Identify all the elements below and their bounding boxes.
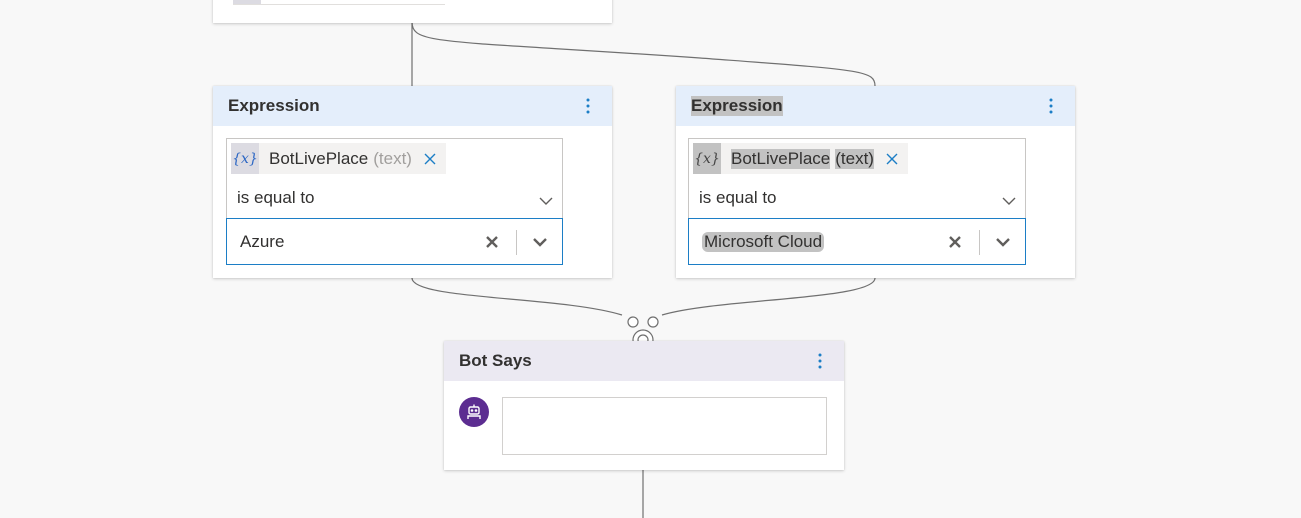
variable-name: BotLivePlace [269, 148, 369, 168]
value-combobox[interactable]: Azure [226, 218, 563, 265]
expression-card-right[interactable]: Expression {x} BotLivePlace (text) is eq… [676, 86, 1075, 278]
chevron-down-icon[interactable] [531, 234, 549, 250]
expression-card-title: Expression [691, 96, 783, 116]
close-icon[interactable] [886, 153, 898, 165]
clear-x-icon[interactable] [484, 234, 500, 250]
connector-left-to-join [411, 277, 623, 316]
previous-node-badge [233, 0, 261, 4]
expression-card-header: Expression [676, 86, 1075, 126]
value-text: Azure [240, 231, 285, 251]
expression-card-header: Expression [213, 86, 612, 126]
value-text: Microsoft Cloud [702, 231, 825, 252]
variable-field[interactable]: {x} BotLivePlace (text) [688, 138, 1026, 179]
previous-node-card[interactable] [213, 0, 612, 23]
combobox-divider [516, 230, 517, 255]
variable-type: (text) [373, 148, 412, 168]
bot-icon [459, 397, 489, 427]
operator-select[interactable]: is equal to [688, 178, 1026, 219]
close-icon[interactable] [424, 153, 436, 165]
expression-card-title: Expression [228, 96, 320, 115]
variable-field[interactable]: {x} BotLivePlace (text) [226, 138, 563, 179]
more-vertical-icon[interactable] [580, 96, 596, 116]
connector-right-to-join [661, 277, 876, 316]
expression-card-left[interactable]: Expression {x} BotLivePlace (text) is eq… [213, 86, 612, 278]
operator-select[interactable]: is equal to [226, 178, 563, 219]
bot-says-card[interactable]: Bot Says [444, 341, 844, 470]
variable-chip[interactable]: {x} BotLivePlace (text) [231, 143, 446, 174]
value-combobox[interactable]: Microsoft Cloud [688, 218, 1026, 265]
chevron-down-icon[interactable] [994, 234, 1012, 250]
chevron-down-icon[interactable] [539, 191, 553, 211]
bot-says-header: Bot Says [444, 341, 844, 381]
variable-name: BotLivePlace [731, 148, 831, 169]
combobox-divider [979, 230, 980, 255]
more-vertical-icon[interactable] [812, 351, 828, 371]
chevron-down-icon[interactable] [1002, 191, 1016, 211]
operator-value: is equal to [237, 188, 315, 207]
previous-node-field[interactable] [233, 0, 445, 5]
variable-type: (text) [835, 148, 874, 169]
variable-x-icon: {x} [231, 143, 259, 174]
variable-x-icon: {x} [693, 143, 721, 174]
bot-says-title: Bot Says [459, 351, 532, 370]
more-vertical-icon[interactable] [1043, 96, 1059, 116]
clear-x-icon[interactable] [947, 234, 963, 250]
operator-value: is equal to [699, 188, 777, 207]
bot-message-input[interactable] [502, 397, 827, 455]
connector-top-to-right [411, 21, 876, 87]
variable-chip[interactable]: {x} BotLivePlace (text) [693, 143, 908, 174]
